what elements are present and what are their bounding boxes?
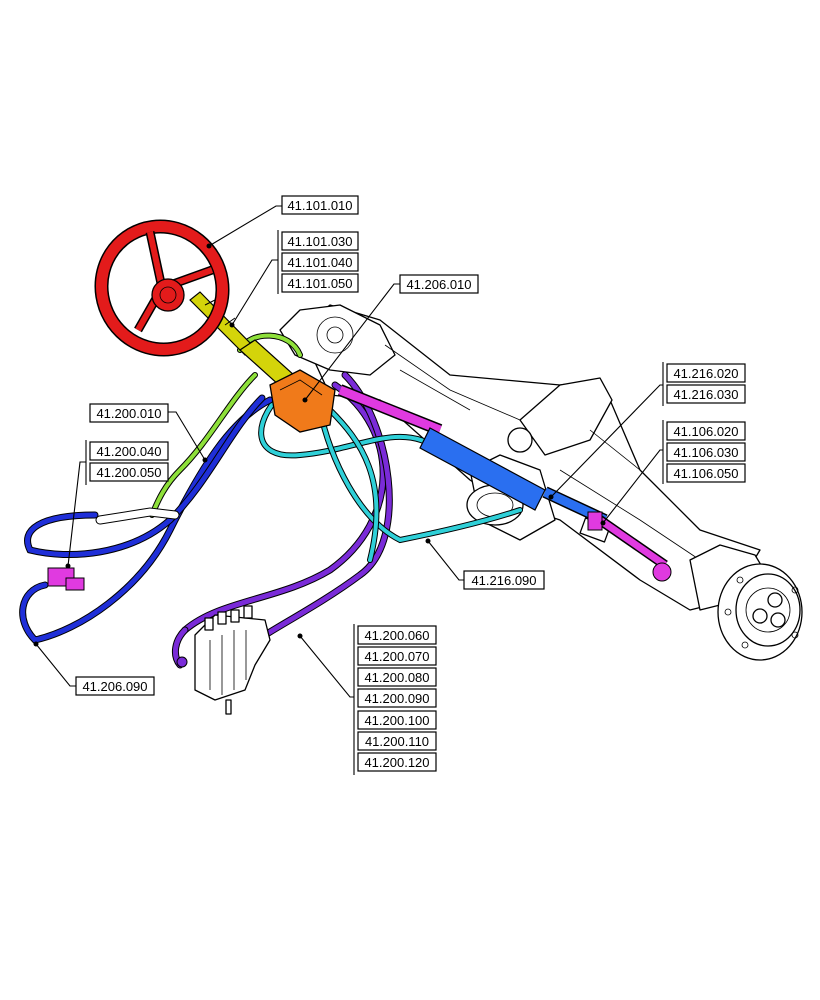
svg-text:41.101.050: 41.101.050 xyxy=(287,276,352,291)
callouts: 41.101.010 41.101.030 41.101.040 41.101.… xyxy=(33,195,746,775)
svg-text:41.200.010: 41.200.010 xyxy=(96,406,161,421)
wheel-hub xyxy=(689,544,803,661)
callout-group-41-106: 41.106.020 41.106.030 41.106.050 xyxy=(600,420,746,526)
svg-text:41.200.120: 41.200.120 xyxy=(364,755,429,770)
callout-41-216-090: 41.216.090 xyxy=(425,538,545,590)
front-axle xyxy=(279,304,803,661)
callout-41-206-010: 41.206.010 xyxy=(302,274,479,403)
svg-text:41.200.110: 41.200.110 xyxy=(365,734,429,749)
svg-text:41.101.030: 41.101.030 xyxy=(287,234,352,249)
svg-text:41.216.090: 41.216.090 xyxy=(471,573,536,588)
svg-text:41.200.070: 41.200.070 xyxy=(364,649,429,664)
svg-text:41.101.040: 41.101.040 xyxy=(287,255,352,270)
callout-41-101-010: 41.101.010 xyxy=(206,195,359,249)
svg-text:41.200.080: 41.200.080 xyxy=(364,670,429,685)
control-valve xyxy=(176,605,271,715)
svg-text:41.101.010: 41.101.010 xyxy=(287,198,352,213)
callout-group-41-200-04: 41.200.040 41.200.050 xyxy=(65,440,169,569)
svg-text:41.200.090: 41.200.090 xyxy=(364,691,429,706)
steering-wheel xyxy=(94,219,230,357)
hydraulic-hoses xyxy=(19,332,523,669)
svg-text:41.200.100: 41.200.100 xyxy=(364,713,429,728)
callout-group-41-101: 41.101.030 41.101.040 41.101.050 xyxy=(229,230,359,328)
callout-41-206-090: 41.206.090 xyxy=(33,641,155,696)
svg-text:41.206.010: 41.206.010 xyxy=(406,277,471,292)
steering-unit xyxy=(269,369,336,433)
svg-text:41.216.030: 41.216.030 xyxy=(673,387,738,402)
callout-group-41-216: 41.216.020 41.216.030 xyxy=(548,362,746,500)
svg-text:41.106.050: 41.106.050 xyxy=(673,466,738,481)
callout-41-200-010: 41.200.010 xyxy=(89,403,208,463)
callout-group-41-200-06: 41.200.060 41.200.070 41.200.080 41.200.… xyxy=(297,624,437,775)
svg-text:41.206.090: 41.206.090 xyxy=(82,679,147,694)
svg-text:41.216.020: 41.216.020 xyxy=(673,366,738,381)
svg-text:41.200.040: 41.200.040 xyxy=(96,444,161,459)
steering-cylinder xyxy=(337,384,672,582)
svg-text:41.200.050: 41.200.050 xyxy=(96,465,161,480)
tee-fitting xyxy=(47,567,85,591)
svg-text:41.200.060: 41.200.060 xyxy=(364,628,429,643)
svg-text:41.106.020: 41.106.020 xyxy=(673,424,738,439)
svg-text:41.106.030: 41.106.030 xyxy=(673,445,738,460)
